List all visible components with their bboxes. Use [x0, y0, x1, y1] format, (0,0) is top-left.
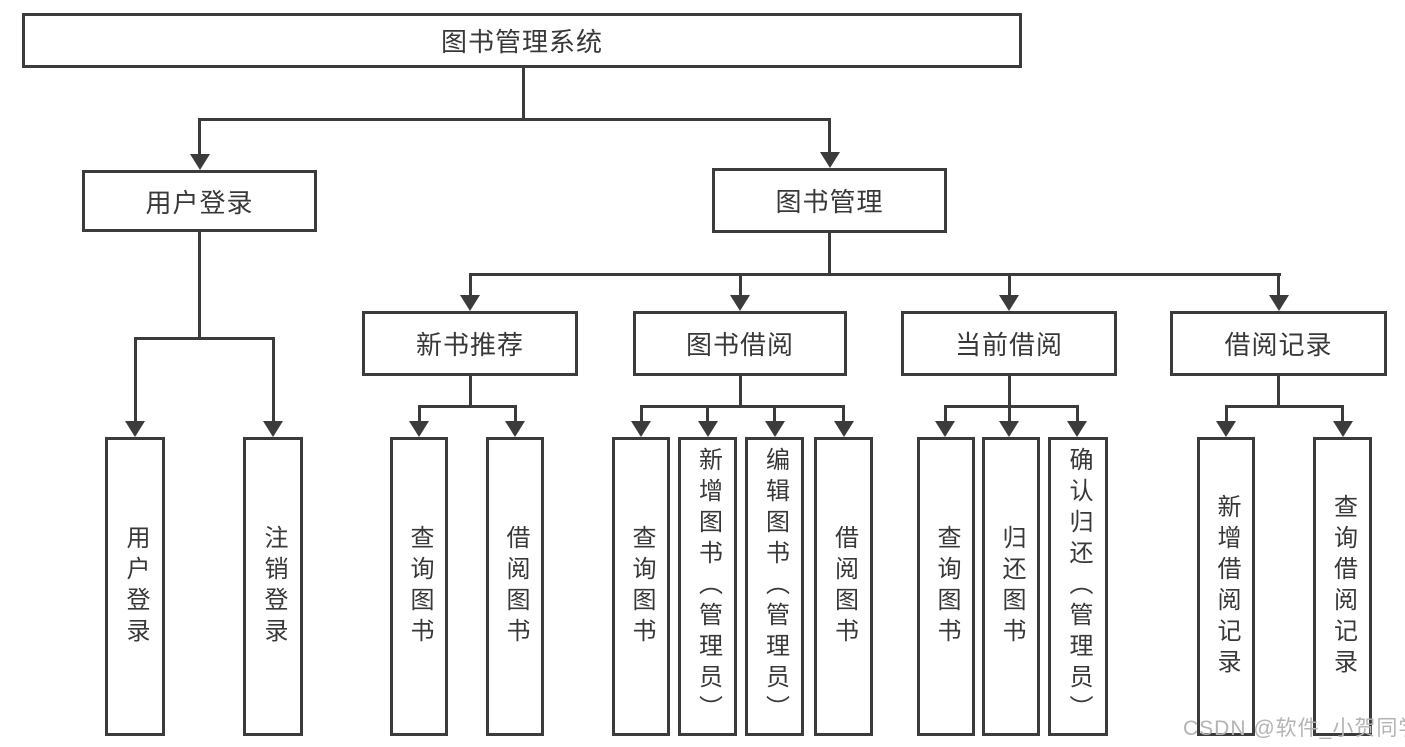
arrowhead-cb-query: [935, 421, 955, 437]
arrowhead-cb-confirm: [1067, 421, 1087, 437]
connector-to-cb-query-shaft: [943, 405, 947, 427]
connector-root-crossbar: [198, 118, 831, 121]
arrowhead-new-book: [460, 295, 480, 311]
connector-new-book-stem: [468, 376, 472, 405]
leaf-bb-edit-books-label: 编辑图书（管理员）: [761, 447, 789, 726]
watermark: CSDN @软件_小贺同学: [1183, 717, 1405, 740]
leaf-rec-borrow-books-label: 借阅图书: [502, 524, 529, 649]
arrowhead-borrow-records: [1268, 295, 1289, 311]
leaf-bb-add-books-label: 新增图书（管理员）: [694, 447, 722, 726]
leaf-logout-label: 注销登录: [260, 524, 287, 649]
node-book-borrow: 图书借阅: [633, 311, 847, 376]
connector-root-to-user-login-shaft: [198, 118, 201, 160]
arrowhead-br-query: [1332, 421, 1353, 437]
connector-current-borrow-crossbar: [943, 405, 1079, 408]
arrowhead-cb-return: [999, 421, 1019, 437]
leaf-bb-query-books: 查询图书: [612, 437, 670, 736]
leaf-bb-edit-books: 编辑图书（管理员）: [745, 437, 804, 736]
node-current-borrow: 当前借阅: [901, 311, 1117, 376]
arrowhead-bb-add: [697, 421, 718, 437]
arrowhead-leaf-user-login: [125, 421, 145, 437]
leaf-cb-query-books: 查询图书: [917, 437, 975, 736]
arrowhead-bb-edit: [764, 421, 785, 437]
connector-to-rec-borrow-shaft: [513, 405, 517, 427]
node-user-login-label: 用户登录: [145, 187, 254, 218]
connector-to-borrow-records-shaft: [1277, 273, 1280, 301]
node-book-borrow-label: 图书借阅: [685, 330, 794, 360]
node-new-book-rec-label: 新书推荐: [415, 330, 524, 360]
leaf-rec-query-books: 查询图书: [390, 437, 448, 736]
connector-to-bb-edit-shaft: [773, 405, 776, 427]
arrowhead-book-borrow: [730, 295, 750, 311]
connector-to-book-borrow-shaft: [738, 273, 742, 301]
arrowhead-leaf-logout: [263, 421, 283, 437]
leaf-bb-add-books: 新增图书（管理员）: [678, 437, 737, 736]
leaf-br-query-record-label: 查询借阅记录: [1329, 493, 1357, 680]
connector-new-book-crossbar: [417, 405, 517, 408]
arrowhead-bb-query: [631, 421, 651, 437]
node-book-mgmt: 图书管理: [712, 168, 947, 233]
connector-to-rec-query-shaft: [417, 405, 421, 427]
arrowhead-current-borrow: [999, 295, 1019, 311]
connector-user-login-stem: [198, 232, 201, 337]
connector-borrow-records-crossbar: [1224, 405, 1344, 408]
node-new-book-rec: 新书推荐: [362, 311, 578, 376]
arrowhead-book-mgmt: [819, 152, 840, 168]
leaf-user-login: 用户登录: [105, 437, 165, 736]
leaf-br-add-record-label: 新增借阅记录: [1213, 493, 1240, 680]
connector-to-leaf-user-login-shaft: [133, 337, 137, 427]
connector-to-bb-borrow-shaft: [842, 405, 845, 427]
connector-to-cb-confirm-shaft: [1075, 405, 1079, 427]
connector-to-br-query-shaft: [1341, 405, 1344, 427]
connector-root-to-book-mgmt-shaft: [828, 118, 831, 158]
leaf-cb-query-books-label: 查询图书: [933, 524, 960, 649]
arrowhead-bb-borrow: [833, 421, 854, 437]
connector-to-br-add-shaft: [1224, 405, 1228, 427]
node-current-borrow-label: 当前借阅: [954, 330, 1063, 360]
connector-borrow-records-stem: [1277, 376, 1280, 405]
connector-root-stem: [521, 68, 525, 118]
leaf-rec-borrow-books: 借阅图书: [486, 437, 544, 736]
arrowhead-rec-borrow: [505, 421, 525, 437]
leaf-user-login-label: 用户登录: [122, 524, 149, 649]
connector-book-mgmt-crossbar: [468, 273, 1281, 276]
node-borrow-records-label: 借阅记录: [1224, 330, 1333, 360]
connector-book-borrow-crossbar: [639, 405, 845, 408]
connector-book-borrow-stem: [738, 376, 742, 405]
arrowhead-br-add: [1216, 421, 1236, 437]
connector-to-bb-add-shaft: [706, 405, 709, 427]
connector-to-new-book-shaft: [468, 273, 472, 301]
node-user-login: 用户登录: [82, 170, 317, 232]
leaf-bb-borrow-books-label: 借阅图书: [830, 524, 858, 649]
connector-to-current-borrow-shaft: [1007, 273, 1011, 301]
leaf-cb-return-books: 归还图书: [982, 437, 1040, 736]
arrowhead-user-login: [189, 154, 210, 170]
connector-to-cb-return-shaft: [1007, 405, 1011, 427]
leaf-cb-return-books-label: 归还图书: [998, 524, 1025, 649]
leaf-br-add-record: 新增借阅记录: [1197, 437, 1255, 736]
leaf-bb-borrow-books: 借阅图书: [814, 437, 873, 736]
connector-to-bb-query-shaft: [639, 405, 643, 427]
leaf-rec-query-books-label: 查询图书: [406, 524, 433, 649]
connector-user-login-crossbar: [133, 337, 275, 340]
leaf-cb-confirm-return: 确认归还（管理员）: [1048, 437, 1108, 736]
node-book-mgmt-label: 图书管理: [775, 187, 884, 217]
connector-book-mgmt-stem: [828, 233, 831, 273]
node-borrow-records: 借阅记录: [1170, 311, 1387, 376]
connector-current-borrow-stem: [1007, 376, 1011, 405]
node-root: 图书管理系统: [22, 13, 1022, 68]
connector-to-leaf-logout-shaft: [271, 337, 275, 427]
node-root-label: 图书管理系统: [440, 27, 603, 57]
leaf-logout: 注销登录: [243, 437, 303, 736]
leaf-bb-query-books-label: 查询图书: [628, 524, 655, 649]
arrowhead-rec-query: [409, 421, 429, 437]
leaf-br-query-record: 查询借阅记录: [1313, 437, 1372, 736]
leaf-cb-confirm-return-label: 确认归还（管理员）: [1065, 447, 1092, 726]
